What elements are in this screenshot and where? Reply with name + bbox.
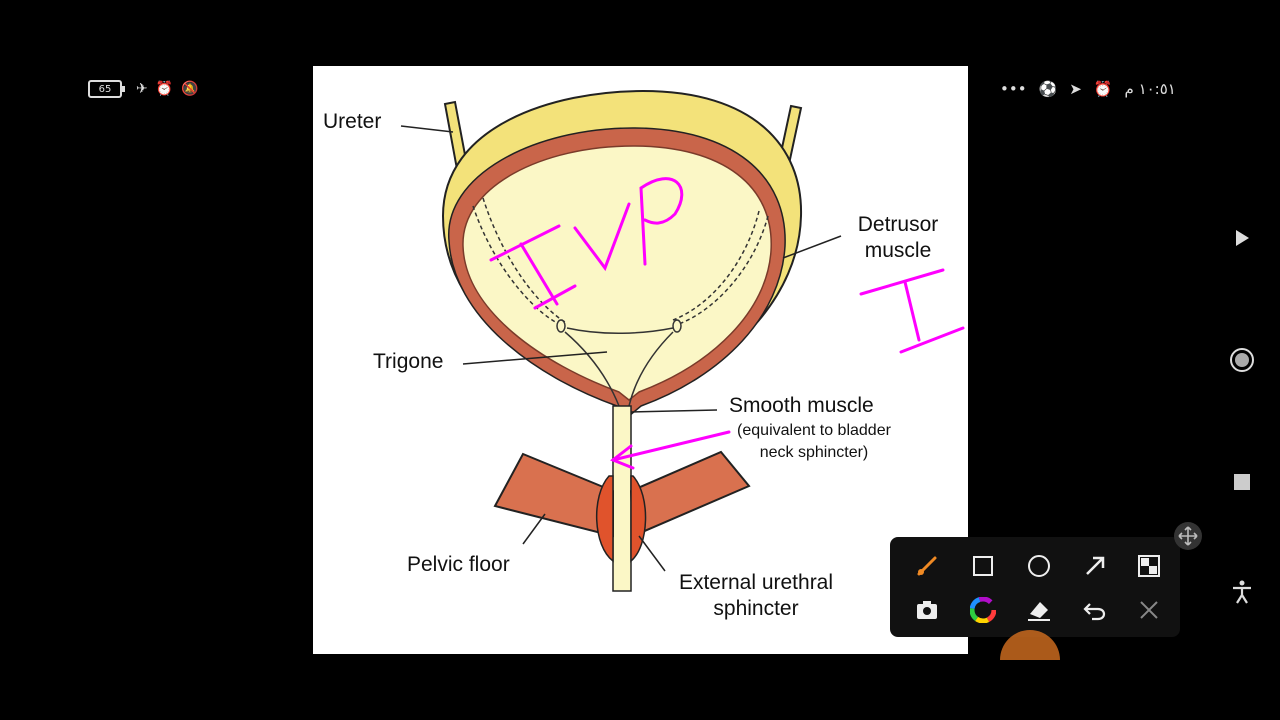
more-dots-icon: ••• <box>1000 80 1027 98</box>
soccer-ball-icon: ⚽ <box>1038 80 1058 98</box>
status-time: ١٠:٥١ م <box>1124 80 1176 98</box>
leader-smooth-muscle <box>630 409 718 413</box>
move-icon[interactable] <box>1174 522 1202 550</box>
status-bar-right: ••• ⚽ ➤ ⏰ ١٠:٥١ م <box>1000 80 1176 98</box>
stop-icon[interactable] <box>1228 468 1256 496</box>
play-icon[interactable] <box>1228 224 1256 252</box>
bladder-lumen <box>462 145 772 401</box>
pelvic-floor-right <box>629 450 751 538</box>
bladder-diagram <box>400 89 965 592</box>
telegram-icon: ➤ <box>1069 80 1082 98</box>
external-sphincter-left <box>595 475 614 563</box>
eraser-icon[interactable] <box>1022 593 1056 627</box>
label-smooth-muscle: Smooth muscle <box>729 394 874 417</box>
battery-level: 65 <box>98 83 112 95</box>
circle-icon[interactable] <box>1022 549 1056 583</box>
battery-icon: 65 <box>88 80 125 98</box>
color-wheel-icon[interactable] <box>966 593 1000 627</box>
drawing-toolbar <box>890 537 1180 637</box>
brush-icon[interactable] <box>910 549 944 583</box>
status-bar-left: 65 ✈ ⏰ 🔕 <box>88 80 199 98</box>
accessibility-icon[interactable] <box>1228 578 1256 606</box>
leader-ureter <box>400 125 454 133</box>
label-smooth-muscle-note: (equivalent to bladder neck sphincter) <box>737 422 891 461</box>
bell-off-icon: 🔕 <box>181 81 199 97</box>
label-external-sphincter: External urethral sphincter <box>678 571 834 620</box>
undo-icon[interactable] <box>1078 593 1112 627</box>
ink-annotation-ivp <box>489 177 684 310</box>
ureter-course-left <box>472 205 560 325</box>
rectangle-icon[interactable] <box>966 549 1000 583</box>
record-icon[interactable] <box>1228 346 1256 374</box>
alarm-icon: ⏰ <box>155 81 174 97</box>
ink-annotation-arrow <box>610 430 731 470</box>
slide-image: Ureter Detrusor muscle Trigone Smooth mu… <box>313 66 968 654</box>
label-pelvic-floor: Pelvic floor <box>407 553 510 576</box>
alarm-icon: ⏰ <box>1093 80 1113 98</box>
interureteric-ridge <box>566 327 674 335</box>
label-detrusor: Detrusor muscle <box>857 213 939 262</box>
camera-icon[interactable] <box>910 593 944 627</box>
label-ureter: Ureter <box>323 110 382 133</box>
pelvic-floor-left <box>493 452 614 538</box>
leader-pelvic-floor <box>522 513 546 545</box>
trigone-edge-right <box>628 331 674 407</box>
ureteric-orifice-left <box>556 319 566 333</box>
airplane-icon: ✈ <box>136 81 148 97</box>
leader-detrusor <box>782 235 842 259</box>
trigone-edge-left <box>564 331 620 407</box>
ureter-course-left-2 <box>482 197 566 323</box>
ink-annotation-i <box>859 268 965 354</box>
label-trigone: Trigone <box>373 350 444 373</box>
leader-trigone <box>462 351 608 365</box>
close-icon[interactable] <box>1132 593 1166 627</box>
ureteric-orifice-right <box>672 319 682 333</box>
arrow-icon[interactable] <box>1078 549 1112 583</box>
ureter-course-right-2 <box>672 210 760 321</box>
checker-icon[interactable] <box>1132 549 1166 583</box>
urethra <box>612 405 632 592</box>
leader-external-sphincter <box>638 535 666 572</box>
ureter-course-right <box>678 215 769 325</box>
